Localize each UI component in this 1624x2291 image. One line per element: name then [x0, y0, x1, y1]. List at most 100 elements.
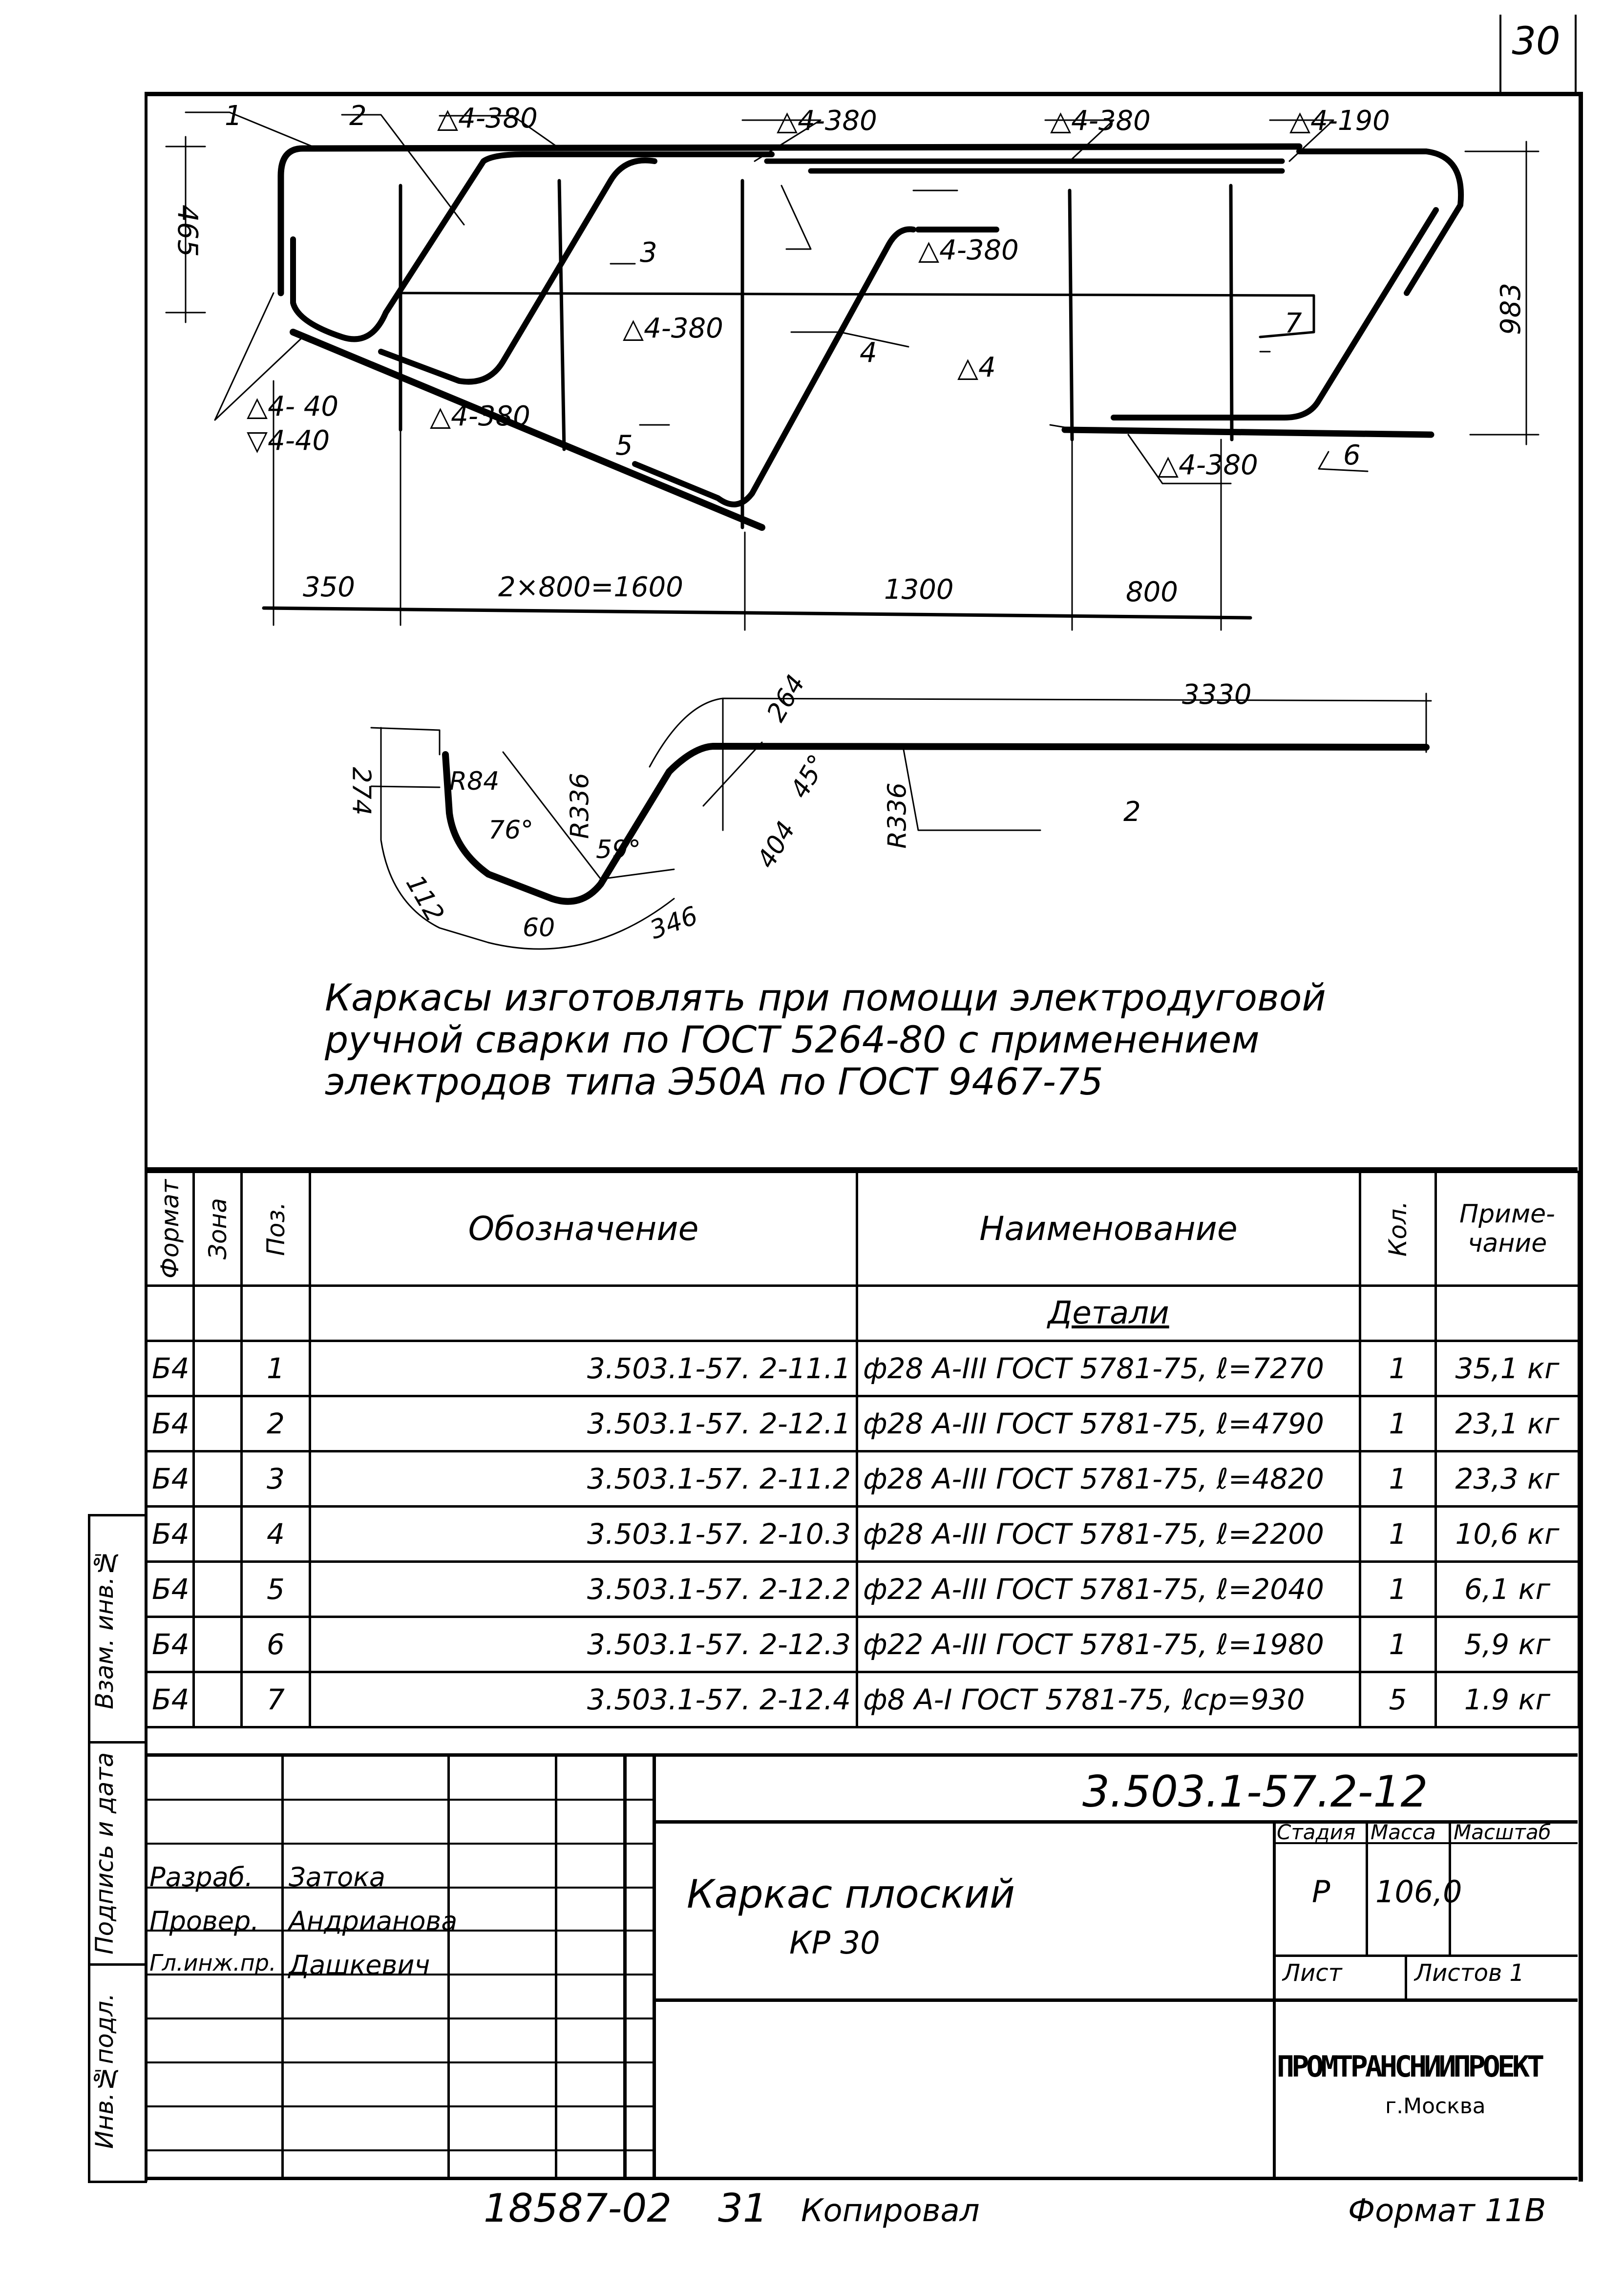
cell-format: Б4 [145, 1505, 195, 1563]
cell-note: 35,1 кг [1434, 1340, 1580, 1397]
cell-zone [192, 1340, 243, 1397]
note-line: электродов типа Э50А по ГОСТ 9467-75 [325, 1060, 1103, 1103]
cell-qty: 1 [1359, 1505, 1437, 1563]
role-developer: Разраб. [149, 1862, 253, 1892]
weld-label: △4-380 [1158, 449, 1258, 481]
divider [653, 1998, 1578, 2002]
cell-pos: 4 [240, 1505, 311, 1563]
cell-format: Б4 [145, 1671, 195, 1728]
bar2-dim-top: 3330 [1182, 679, 1252, 711]
title-line-2: КР 30 [789, 1925, 880, 1961]
section-title: Детали [856, 1284, 1361, 1342]
divider [1449, 1820, 1451, 1955]
header-note: Приме-чание [1434, 1171, 1580, 1287]
side-label-replacement-inv: Взам. инв.№ [90, 1548, 119, 1709]
cell-designation: 3.503.1-57. 2-12.1 [309, 1395, 858, 1452]
role-chief-engineer: Гл.инж.пр. [149, 1950, 276, 1976]
side-strip: Взам. инв.№ Подпись и дата Инв.№подл. [88, 1514, 147, 2183]
cell-designation: 3.503.1-57. 2-11.2 [309, 1450, 858, 1508]
divider [1405, 1955, 1407, 1998]
name-developer: Затока [289, 1862, 385, 1892]
weld-label: △4 [957, 352, 996, 383]
format-note: Формат 11В [1348, 2193, 1546, 2229]
cell-qty: 1 [1359, 1560, 1437, 1618]
cell-note: 23,3 кг [1434, 1450, 1580, 1508]
position-label-7: 7 [1285, 308, 1302, 339]
cell-name: ф22 А-III ГОСТ 5781-75, ℓ=1980 [856, 1616, 1361, 1673]
position-label-6: 6 [1343, 440, 1361, 471]
copy-number: 18587-02 [484, 2186, 672, 2231]
cell-pos: 3 [240, 1450, 311, 1508]
sheets-label: Листов 1 [1414, 1959, 1525, 1987]
rebar-frame-drawing [165, 111, 1540, 950]
cell-format: Б4 [145, 1450, 195, 1508]
bar2-dim-bottom-short: 60 [523, 913, 555, 943]
section-row: Детали [145, 1284, 1580, 1342]
cell-designation: 3.503.1-57. 2-12.4 [309, 1671, 858, 1728]
page-number: 30 [1512, 20, 1561, 63]
weld-label: △4-380 [437, 103, 538, 134]
title-line-1: Каркас плоский [687, 1871, 1015, 1917]
divider [1273, 1842, 1578, 1844]
sheet-frame [145, 92, 1583, 2182]
cell-qty: 1 [1359, 1340, 1437, 1397]
cell-zone [192, 1671, 243, 1728]
weld-label: △4-380 [918, 234, 1019, 266]
dim-bottom-1: 350 [303, 571, 355, 603]
cell-qty: 1 [1359, 1395, 1437, 1452]
cell-qty: 1 [1359, 1450, 1437, 1508]
copied-by: Копировал [801, 2193, 980, 2229]
position-label-4: 4 [860, 337, 877, 369]
dim-bottom-3: 1300 [884, 574, 954, 606]
side-label-signature-date: Подпись и дата [90, 1752, 119, 1955]
cell-pos: 2 [240, 1395, 311, 1452]
cell-designation: 3.503.1-57. 2-10.3 [309, 1505, 858, 1563]
welding-note: Каркасы изготовлять при помощи электроду… [325, 977, 1326, 1103]
cell-name: ф22 А-III ГОСТ 5781-75, ℓ=2040 [856, 1560, 1361, 1618]
specification-table: Формат Зона Поз. Обозначение Наименовани… [145, 1167, 1580, 1728]
header-designation: Обозначение [309, 1171, 858, 1287]
dim-left: 465 [171, 205, 203, 257]
cell-name: ф28 А-III ГОСТ 5781-75, ℓ=7270 [856, 1340, 1361, 1397]
position-label-3: 3 [640, 237, 657, 269]
organization: ПРОМТРАНСНИИПРОЕКТ [1277, 2050, 1544, 2084]
weld-label-left-top: △4- 40 [247, 391, 338, 422]
cell-zone [192, 1505, 243, 1563]
cell-pos: 1 [240, 1340, 311, 1397]
cell-note: 5,9 кг [1434, 1616, 1580, 1673]
dim-bottom-2: 2×800=1600 [498, 571, 683, 603]
bar2-angle-1: 76° [488, 816, 534, 845]
title-right [653, 1757, 1581, 2177]
role-checker: Провер. [149, 1906, 259, 1936]
note-line: Каркасы изготовлять при помощи электроду… [325, 976, 1326, 1019]
cell-designation: 3.503.1-57. 2-12.2 [309, 1560, 858, 1618]
divider [1273, 1955, 1578, 1957]
cell-zone [192, 1395, 243, 1452]
cell-pos: 5 [240, 1560, 311, 1618]
bar2-position-label: 2 [1123, 796, 1141, 828]
cell-pos: 6 [240, 1616, 311, 1673]
position-label-5: 5 [615, 430, 633, 462]
cell-zone [192, 1560, 243, 1618]
position-label-1: 1 [225, 100, 242, 132]
cell-format: Б4 [145, 1395, 195, 1452]
cell-name: ф8 А-I ГОСТ 5781-75, ℓср=930 [856, 1671, 1361, 1728]
table-header-row: Формат Зона Поз. Обозначение Наименовани… [145, 1171, 1580, 1287]
cell-note: 10,6 кг [1434, 1505, 1580, 1563]
divider [1273, 1820, 1276, 2177]
cell-name: ф28 А-III ГОСТ 5781-75, ℓ=2200 [856, 1505, 1361, 1563]
weld-label: △4-190 [1289, 105, 1390, 137]
cell-format: Б4 [145, 1560, 195, 1618]
title-block: Разраб. Затока Провер. Андрианова Гл.инж… [145, 1753, 1578, 2180]
cell-zone [192, 1616, 243, 1673]
bar2-dim-left: 274 [346, 767, 376, 816]
cell-note: 1.9 кг [1434, 1671, 1580, 1728]
scale-label: Масштаб [1454, 1820, 1551, 1844]
page-number-box [1499, 15, 1577, 93]
weld-label: △4-380 [430, 400, 530, 432]
city: г.Москва [1385, 2094, 1486, 2119]
